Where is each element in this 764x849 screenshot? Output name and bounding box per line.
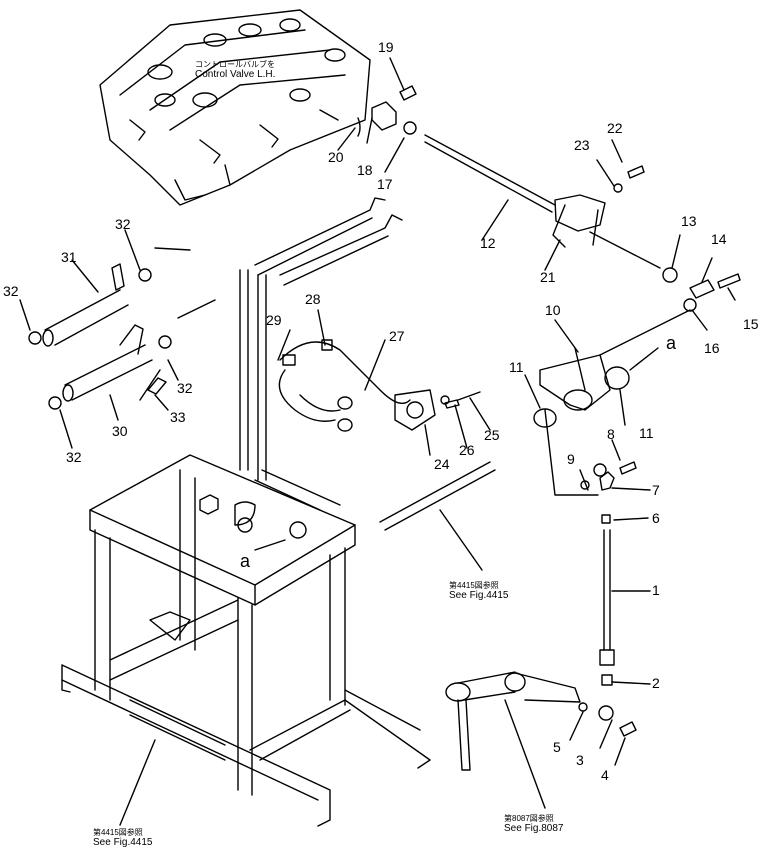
- callout-7: 7: [652, 482, 660, 498]
- control-valve-note: コントロールバルブを Control Valve L.H.: [195, 60, 275, 81]
- callout-5: 5: [553, 739, 561, 755]
- upper-bars: [239, 197, 403, 481]
- pedal-drawing: [445, 671, 581, 809]
- callout-32-left: 32: [3, 283, 19, 299]
- callout-24: 24: [434, 456, 450, 472]
- callout-13: 13: [681, 213, 697, 229]
- marker-a-left: a: [240, 551, 251, 571]
- callout-30: 30: [112, 423, 128, 439]
- callout-23: 23: [574, 137, 590, 153]
- control-valve-note-jp: コントロールバルブを: [195, 60, 275, 69]
- adjust-rod-assembly: [569, 439, 651, 766]
- callout-26: 26: [459, 442, 475, 458]
- marker-a-right: a: [666, 333, 677, 353]
- callout-1: 1: [652, 582, 660, 598]
- fig8087-note-jp: 第8087図参照: [504, 814, 554, 823]
- callout-31: 31: [61, 249, 77, 265]
- fig8087-note-en: See Fig.8087: [504, 823, 564, 835]
- callout-32-mid: 32: [177, 380, 193, 396]
- callout-27: 27: [389, 328, 405, 344]
- callout-32-bottom: 32: [66, 449, 82, 465]
- fig4415-note-lower: 第4415図参照 See Fig.4415: [93, 828, 153, 849]
- callout-11-left: 11: [509, 359, 524, 375]
- callout-22: 22: [607, 120, 623, 136]
- fig4415-note-lower-jp: 第4415図参照: [93, 828, 143, 837]
- small-fasteners-right: [596, 139, 741, 331]
- callout-9: 9: [567, 451, 575, 467]
- callout-3: 3: [576, 752, 584, 768]
- callout-19: 19: [378, 39, 394, 55]
- callout-12: 12: [480, 235, 496, 251]
- pin-clevis-group: [337, 57, 417, 173]
- callout-17: 17: [377, 176, 393, 192]
- callout-28: 28: [305, 291, 321, 307]
- rod-and-lever: [424, 134, 661, 271]
- fig4415-note-lower-en: See Fig.4415: [93, 837, 153, 849]
- callout-18: 18: [357, 162, 373, 178]
- callout-32-top: 32: [115, 216, 131, 232]
- shaft-group: [19, 229, 216, 449]
- control-valve-note-en: Control Valve L.H.: [195, 69, 276, 81]
- control-valve-drawing: [99, 9, 371, 206]
- callout-6: 6: [652, 510, 660, 526]
- lever-assembly: [524, 309, 691, 496]
- callout-4: 4: [601, 767, 609, 783]
- fig8087-note: 第8087図参照 See Fig.8087: [504, 814, 564, 835]
- harness-switch: [277, 309, 491, 456]
- callout-8: 8: [607, 426, 615, 442]
- lower-rod: [379, 461, 496, 571]
- callout-25: 25: [484, 427, 500, 443]
- callout-14: 14: [711, 231, 727, 247]
- callout-29: 29: [266, 312, 282, 328]
- callout-15: 15: [743, 316, 759, 332]
- callout-10: 10: [545, 302, 561, 318]
- fig4415-note-upper-jp: 第4415図参照: [449, 581, 499, 590]
- fig4415-note-upper: 第4415図参照 See Fig.4415: [449, 581, 509, 602]
- callout-21: 21: [540, 269, 556, 285]
- stand-frame: [61, 454, 431, 827]
- callout-33: 33: [170, 409, 186, 425]
- fig4415-note-upper-en: See Fig.4415: [449, 590, 509, 602]
- callout-16: 16: [704, 340, 720, 356]
- callout-2: 2: [652, 675, 660, 691]
- callout-11-right: 11: [639, 425, 654, 441]
- callout-20: 20: [328, 149, 344, 165]
